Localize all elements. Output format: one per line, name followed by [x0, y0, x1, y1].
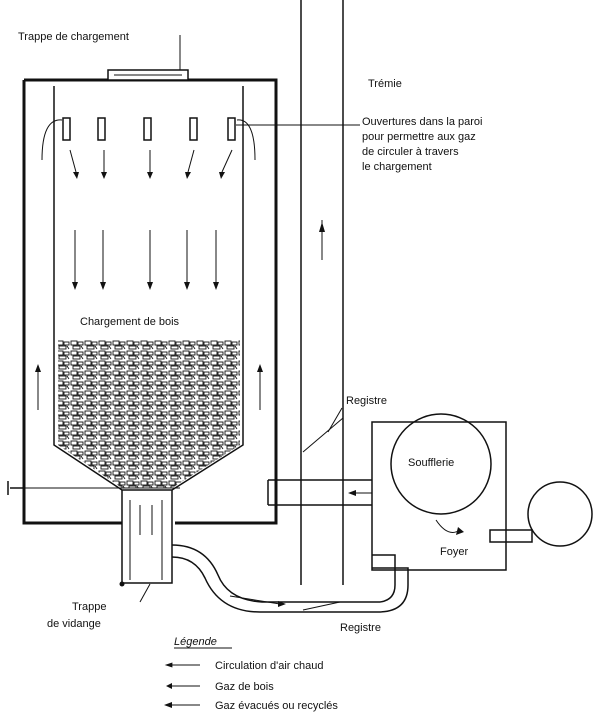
furnace [527, 481, 593, 547]
label-ouvertures-2: pour permettre aux gaz [362, 131, 476, 143]
label-ouvertures-4: le chargement [362, 161, 432, 173]
furnace-burner [489, 529, 533, 543]
legend: Légende Circulation d'air chaud Gaz de b… [164, 636, 338, 712]
label-trappe-chargement: Trappe de chargement [18, 31, 129, 43]
gas-flow-arrows [69, 149, 233, 282]
blower-fan [390, 413, 492, 515]
blower-housing [371, 421, 507, 571]
label-foyer: Foyer [440, 546, 468, 558]
legend-title: Légende [174, 636, 217, 648]
label-ouvertures-1: Ouvertures dans la paroi [362, 116, 482, 128]
discharge-pipe [121, 490, 173, 584]
chimney [300, 0, 344, 585]
wood-load [58, 340, 240, 488]
legend-item-wood-gas: Gaz de bois [215, 681, 274, 693]
label-chargement-bois: Chargement de bois [80, 316, 180, 328]
label-tremie: Trémie [368, 78, 402, 90]
wall-openings [62, 117, 236, 141]
label-soufflerie: Soufflerie [408, 457, 454, 469]
label-registre-bottom: Registre [340, 622, 381, 634]
legend-item-hot-air: Circulation d'air chaud [215, 660, 324, 672]
legend-item-exhaust: Gaz évacués ou recyclés [215, 700, 338, 712]
label-trappe-vidange-1: Trappe [72, 601, 106, 613]
label-ouvertures-3: de circuler à travers [362, 146, 459, 158]
inner-hopper-wall [53, 86, 244, 491]
label-trappe-vidange-2: de vidange [47, 618, 101, 630]
label-registre-top: Registre [346, 395, 387, 407]
